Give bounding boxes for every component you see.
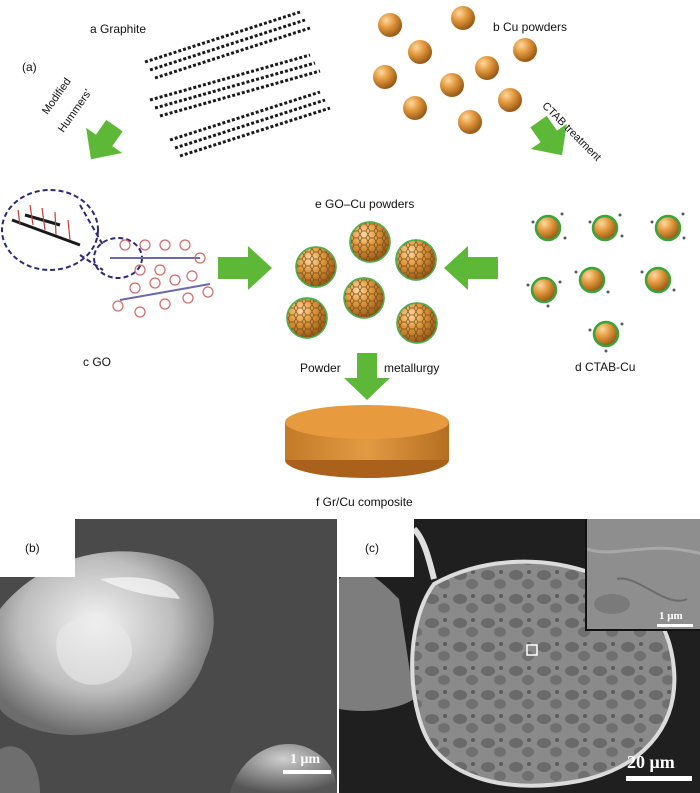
cu-powder-spheres <box>373 6 537 134</box>
panel-b-sem-image <box>0 519 337 793</box>
panel-a-tag: (a) <box>22 60 37 74</box>
panel-b-scale-label: 1 μm <box>290 752 321 767</box>
panel-b-scale-bar <box>283 770 331 774</box>
go-cu-label: e GO–Cu powders <box>315 197 415 211</box>
go-label: c GO <box>83 355 112 369</box>
graphite-label: a Graphite <box>90 22 147 36</box>
panel-c-inset-image <box>585 519 700 631</box>
ctab-cu-label: d CTAB-Cu <box>575 360 636 374</box>
ctab-cu-spheres <box>526 212 686 353</box>
panel-c-scale-bar <box>626 776 692 781</box>
process-arrows <box>86 115 567 400</box>
composite-label: f Gr/Cu composite <box>316 495 413 509</box>
panel-c-tag: (c) <box>365 541 379 555</box>
composite-disk <box>285 405 449 478</box>
inset-scale-label: 1 μm <box>659 610 683 622</box>
schematic-diagram <box>1 6 686 478</box>
cu-powders-label: b Cu powders <box>493 20 568 34</box>
panel-c-scale-label: 20 μm <box>627 752 675 772</box>
metallurgy-label: metallurgy <box>384 361 440 375</box>
go-cu-spheres <box>286 221 438 344</box>
inset-scale-bar <box>657 624 693 627</box>
powder-label: Powder <box>300 361 341 375</box>
panel-b-tag: (b) <box>25 541 40 555</box>
go-schematic <box>1 189 214 318</box>
graphite-sheets <box>144 10 331 158</box>
